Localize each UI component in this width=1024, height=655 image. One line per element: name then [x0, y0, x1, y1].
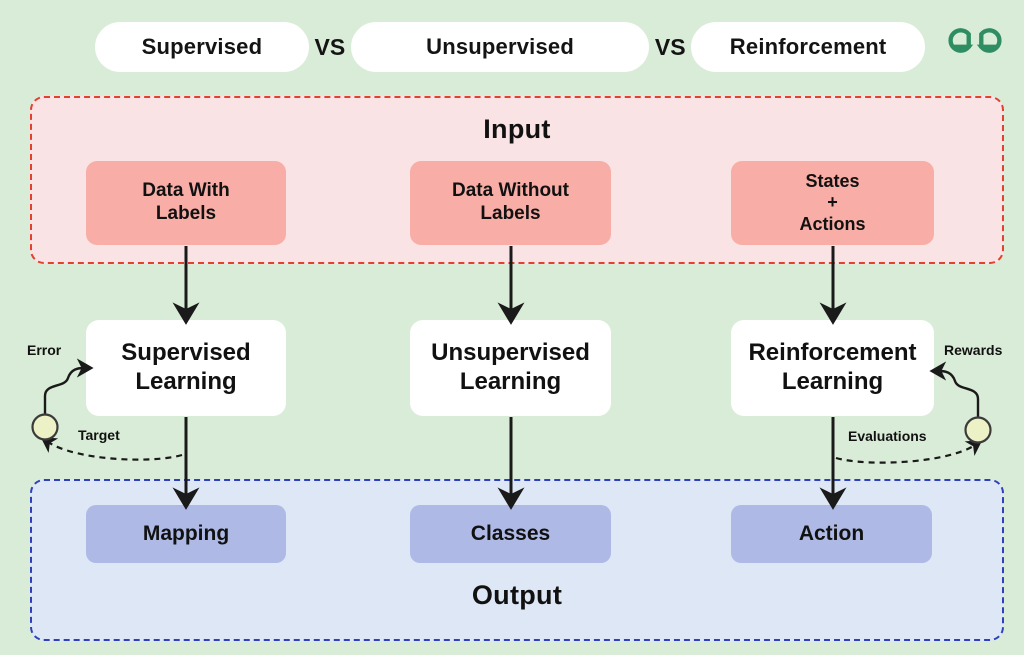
learning-box-3-line2: Learning [781, 368, 884, 395]
output-box-3-label: Action [798, 522, 865, 546]
header-vs-1-label: VS [314, 33, 346, 60]
feedback-label-evaluations: Evaluations [848, 428, 927, 444]
input-box-2-line2: Labels [480, 203, 541, 224]
learning-box-1-line1: Supervised [121, 339, 251, 367]
learning-box-3-line1: Reinforcement [748, 339, 917, 367]
input-box-3-line1: States [805, 170, 860, 191]
feedback-label-error: Error [27, 342, 62, 358]
header-pill-reinforcement: Reinforcement [691, 22, 925, 72]
learning-box-unsupervised: Unsupervised Learning [410, 320, 611, 416]
input-box-1-line2: Labels [155, 203, 217, 224]
arrow-evaluations-feedback [835, 440, 983, 464]
arrow-target-feedback [40, 437, 183, 461]
feedback-node-left [31, 413, 59, 441]
output-region-title: Output [471, 580, 563, 610]
arrow-error-feedback [43, 358, 94, 414]
input-box-states-actions: States + Actions [731, 161, 934, 245]
output-box-action: Action [731, 505, 932, 563]
header-vs-2-label: VS [654, 33, 686, 60]
geeksforgeeks-logo-icon [948, 28, 1002, 53]
feedback-node-right [964, 416, 992, 444]
output-box-1-label: Mapping [142, 522, 230, 546]
input-box-1-line1: Data With [142, 180, 230, 202]
output-box-classes: Classes [410, 505, 611, 563]
learning-box-reinforcement: Reinforcement Learning [731, 320, 934, 416]
header-pill-unsupervised: Unsupervised [350, 22, 650, 72]
learning-box-2-line2: Learning [459, 368, 562, 395]
header-pill-supervised: Supervised [95, 22, 309, 72]
comparison-header: Supervised VS Unsupervised VS Reinforcem… [95, 22, 925, 72]
header-pill-unsupervised-label: Unsupervised [426, 34, 575, 59]
input-box-data-without-labels: Data Without Labels [410, 161, 611, 245]
input-box-data-with-labels: Data With Labels [86, 161, 286, 245]
arrow-rewards-feedback [929, 361, 980, 417]
learning-box-supervised: Supervised Learning [86, 320, 286, 416]
learning-box-2-line1: Unsupervised [431, 339, 590, 367]
learning-box-1-line2: Learning [135, 368, 237, 395]
header-pill-reinforcement-label: Reinforcement [729, 34, 887, 59]
input-box-3-line2: + [827, 192, 838, 213]
feedback-label-rewards: Rewards [944, 342, 1003, 358]
feedback-label-target: Target [78, 427, 120, 443]
input-region-title: Input [483, 114, 551, 144]
header-vs-2: VS [649, 34, 691, 61]
input-box-2-line1: Data Without [452, 180, 569, 202]
header-pill-supervised-label: Supervised [141, 34, 263, 59]
output-box-mapping: Mapping [86, 505, 286, 563]
input-box-3-line3: Actions [799, 213, 866, 234]
header-vs-1: VS [309, 34, 351, 61]
output-box-2-label: Classes [470, 522, 551, 546]
